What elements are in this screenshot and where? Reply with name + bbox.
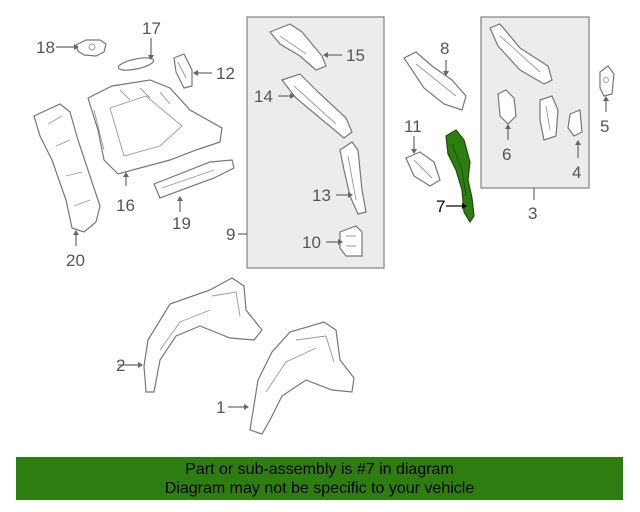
part-19 <box>153 159 235 212</box>
part-3-bracket <box>539 95 559 141</box>
part-17 <box>117 38 155 71</box>
callout-1: 1 <box>216 398 225 417</box>
callout-6: 6 <box>502 145 511 164</box>
callout-5: 5 <box>600 117 609 136</box>
info-banner: Part or sub-assembly is #7 in diagram Di… <box>16 457 623 500</box>
part-11 <box>405 136 441 187</box>
part-2 <box>118 277 263 393</box>
part-12 <box>173 53 212 89</box>
callout-13: 13 <box>312 186 331 205</box>
callout-15: 15 <box>346 46 365 65</box>
part-18 <box>56 39 107 57</box>
banner-line-1: Part or sub-assembly is #7 in diagram <box>185 461 454 478</box>
part-8 <box>403 51 467 111</box>
callout-11: 11 <box>404 117 422 136</box>
part-4 <box>567 109 583 158</box>
part-10 <box>326 225 363 257</box>
banner-line-2: Diagram may not be specific to your vehi… <box>164 480 475 497</box>
part-14 <box>278 73 353 139</box>
part-1 <box>228 321 355 435</box>
callout-4: 4 <box>572 163 581 182</box>
callout-18: 18 <box>36 38 55 57</box>
part-7-highlighted <box>445 129 475 224</box>
part-15 <box>269 23 342 71</box>
part-6 <box>497 89 517 140</box>
parts-diagram: 18 17 12 16 19 20 15 14 13 10 9 8 11 7 6… <box>33 16 615 435</box>
callout-9: 9 <box>226 225 235 244</box>
callout-12: 12 <box>216 64 235 83</box>
part-13 <box>336 141 367 215</box>
callout-2: 2 <box>116 356 125 375</box>
callout-3: 3 <box>528 204 537 223</box>
callout-20: 20 <box>66 251 85 270</box>
callout-14: 14 <box>254 87 273 106</box>
callout-10: 10 <box>302 233 321 252</box>
callout-8: 8 <box>440 39 449 58</box>
callout-16: 16 <box>116 196 135 215</box>
callout-17: 17 <box>142 19 161 38</box>
callout-7: 7 <box>436 197 445 216</box>
part-5 <box>599 65 615 112</box>
part-3-main <box>489 23 553 85</box>
part-16 <box>87 79 223 186</box>
part-20 <box>33 103 101 246</box>
callout-19: 19 <box>172 214 191 233</box>
